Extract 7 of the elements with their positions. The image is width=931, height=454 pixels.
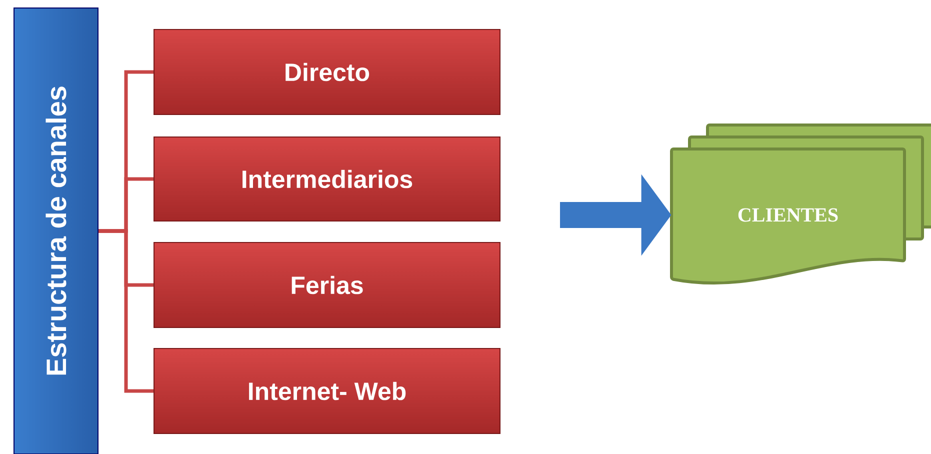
connector-line: [98, 229, 154, 393]
channel-box: Ferias: [154, 242, 500, 328]
channel-box: Directo: [154, 29, 500, 115]
document-stack: CLIENTES: [670, 124, 931, 285]
channel-box: Intermediarios: [154, 136, 500, 222]
vertical-banner: Estructura de canales: [14, 8, 99, 454]
channel-box: Internet- Web: [154, 348, 500, 434]
